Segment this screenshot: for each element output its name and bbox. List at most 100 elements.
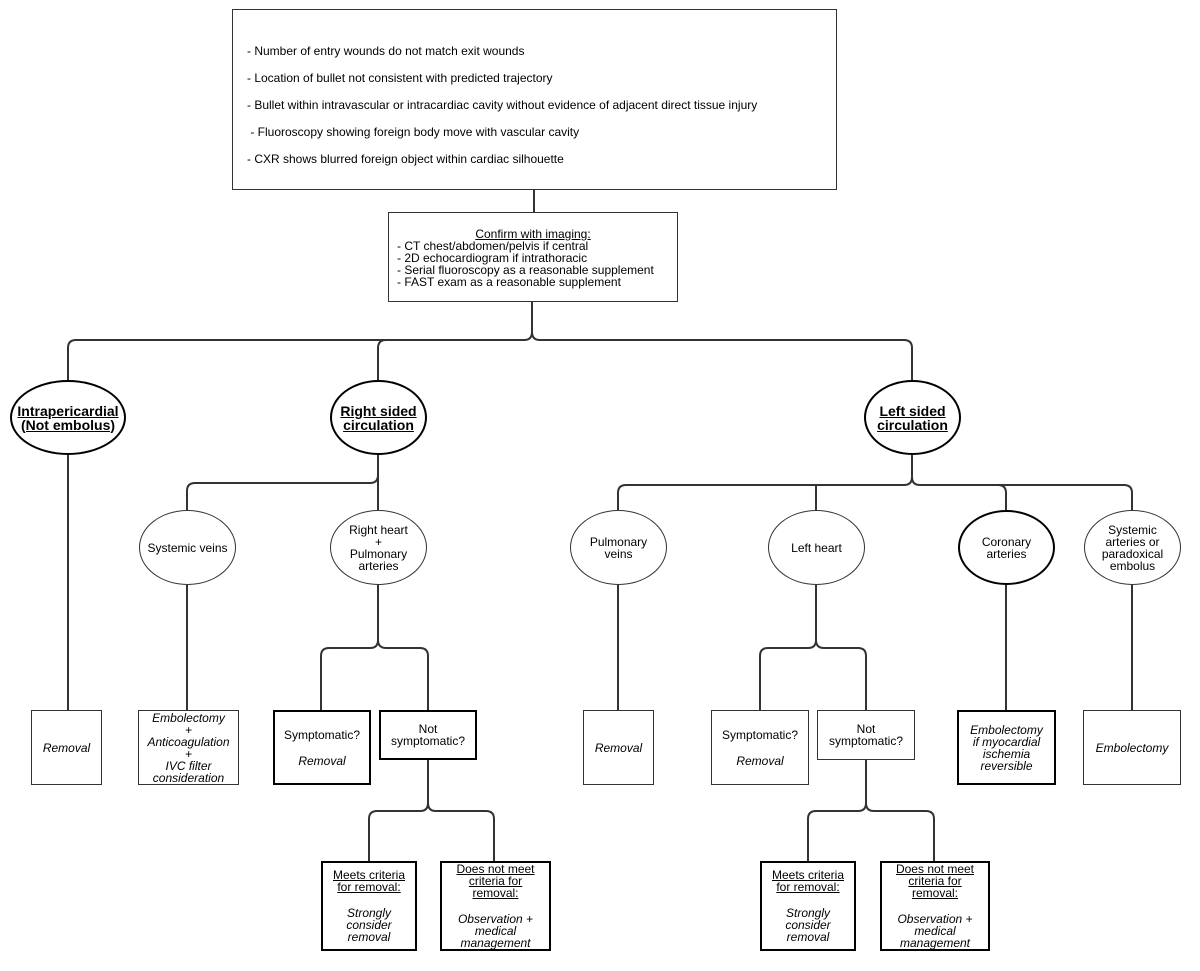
criteria-box: - Number of entry wounds do not match ex… — [232, 9, 837, 190]
connector — [186, 455, 379, 510]
outcome-label: Meets criteria — [771, 868, 845, 882]
connector — [815, 639, 867, 710]
outcome-label: Observation + — [897, 912, 973, 926]
outcome-label: Not — [856, 722, 876, 736]
outcome-label: Meets criteria — [332, 868, 406, 882]
outcome-label: if myocardial — [972, 734, 1041, 749]
connector — [911, 476, 1007, 510]
connector — [320, 585, 379, 710]
outcome-label: removal: — [911, 886, 958, 900]
outcome-label: Removal — [736, 753, 784, 768]
outcome-label: consider — [785, 918, 831, 932]
outcome-label: + — [184, 746, 192, 761]
outcome-label: Not — [418, 722, 438, 736]
outcome-label: Anticoagulation — [147, 734, 230, 749]
node-label: Right heart — [349, 522, 408, 537]
outcome-label: Embolectomy — [1095, 740, 1169, 755]
outcome-label: symptomatic? — [390, 734, 466, 748]
connector — [865, 802, 935, 861]
outcome-label: criteria for — [908, 874, 962, 888]
connector — [531, 331, 913, 380]
symptomatic-box-right: Symptomatic? Removal — [273, 710, 371, 785]
intrapericardial-node: Intrapericardial (Not embolus) — [10, 380, 126, 455]
imaging-box: Confirm with imaging: - CT chest/abdomen… — [388, 212, 678, 302]
coronary-arteries-node: Coronary arteries — [958, 510, 1055, 585]
outcome-label: medical — [474, 924, 517, 938]
criteria-item: - Location of bullet not consistent with… — [247, 71, 553, 85]
connector — [759, 585, 817, 710]
outcome-label: Does not meet — [456, 862, 535, 876]
outcome-label: Does not meet — [895, 862, 975, 876]
node-label: Left sided — [879, 402, 946, 419]
meets-criteria-box-left: Meets criteria for removal: Strongly con… — [760, 861, 856, 951]
outcome-label: removal — [347, 930, 391, 944]
removal-box-pulmonary-veins: Removal — [583, 710, 654, 785]
node-label: Systemic veins — [147, 540, 228, 555]
node-label: Left heart — [791, 540, 842, 555]
outcome-label: Strongly — [346, 906, 392, 920]
symptomatic-box-left: Symptomatic? Removal — [711, 710, 809, 785]
criteria-item: - CXR shows blurred foreign object withi… — [247, 152, 564, 166]
outcome-label: criteria for — [468, 874, 523, 888]
node-label: paradoxical — [1101, 546, 1164, 561]
left-sided-circulation-node: Left sided circulation — [864, 380, 961, 455]
not-symptomatic-box-left: Not symptomatic? — [817, 710, 915, 760]
connector — [807, 760, 867, 861]
outcome-label: for removal: — [776, 880, 840, 894]
not-meets-criteria-box-right: Does not meet criteria for removal: Obse… — [440, 861, 551, 951]
outcome-label: Symptomatic? — [283, 727, 361, 742]
criteria-item: - Fluoroscopy showing foreign body move … — [247, 125, 580, 139]
right-heart-node: Right heart + Pulmonary arteries — [330, 510, 427, 585]
node-label: Intrapericardial — [17, 402, 119, 419]
outcome-label: Strongly — [785, 906, 831, 920]
outcome-label: IVC filter — [165, 758, 212, 773]
node-label: circulation — [343, 416, 414, 433]
outcome-label: management — [899, 936, 971, 950]
connector — [427, 802, 495, 861]
right-sided-circulation-node: Right sided circulation — [330, 380, 427, 455]
outcome-label: consideration — [152, 770, 225, 785]
imaging-item: - 2D echocardiogram if intrathoracic — [397, 251, 588, 265]
left-heart-node: Left heart — [768, 510, 865, 585]
connector — [377, 339, 387, 380]
not-meets-criteria-box-left: Does not meet criteria for removal: Obse… — [880, 861, 990, 951]
node-label: Pulmonary — [589, 534, 648, 549]
outcome-label: Embolectomy — [152, 710, 225, 725]
outcome-label: + — [184, 722, 192, 737]
connector — [617, 455, 913, 510]
embolectomy-anticoagulation-box: Embolectomy + Anticoagulation + IVC filt… — [138, 710, 239, 785]
criteria-item: - Number of entry wounds do not match ex… — [247, 44, 525, 58]
outcome-label: reversible — [980, 758, 1033, 773]
node-label: embolus — [1109, 558, 1156, 573]
node-label: Pulmonary — [349, 546, 408, 561]
node-label: Coronary — [981, 534, 1032, 549]
outcome-label: Symptomatic? — [721, 727, 799, 742]
outcome-label: symptomatic? — [828, 734, 904, 748]
not-symptomatic-box-right: Not symptomatic? — [379, 710, 477, 760]
outcome-label: Removal — [594, 740, 643, 755]
imaging-item: - CT chest/abdomen/pelvis if central — [397, 239, 589, 253]
imaging-title: Confirm with imaging: — [475, 227, 591, 241]
outcome-label: for removal: — [337, 880, 401, 894]
systemic-veins-node: Systemic veins — [139, 510, 236, 585]
node-label: arteries or — [1105, 534, 1160, 549]
node-label: (Not embolus) — [20, 416, 116, 433]
outcome-label: ischemia — [982, 746, 1031, 761]
node-label: Systemic — [1108, 522, 1157, 537]
node-label: arteries — [986, 546, 1027, 561]
node-label: circulation — [877, 416, 948, 433]
pulmonary-veins-node: Pulmonary veins — [570, 510, 667, 585]
imaging-item: - FAST exam as a reasonable supplement — [397, 275, 621, 289]
embolectomy-ischemia-box: Embolectomy if myocardial ischemia rever… — [957, 710, 1056, 785]
removal-box-intrapericardial: Removal — [31, 710, 102, 785]
node-label: Right sided — [340, 402, 417, 419]
connector — [998, 484, 1133, 510]
connector — [67, 302, 533, 380]
imaging-item: - Serial fluoroscopy as a reasonable sup… — [397, 263, 654, 277]
connector — [368, 760, 429, 861]
node-label: arteries — [358, 558, 399, 573]
embolectomy-box: Embolectomy — [1083, 710, 1181, 785]
node-label: veins — [604, 546, 633, 561]
criteria-item: - Bullet within intravascular or intraca… — [247, 98, 758, 112]
